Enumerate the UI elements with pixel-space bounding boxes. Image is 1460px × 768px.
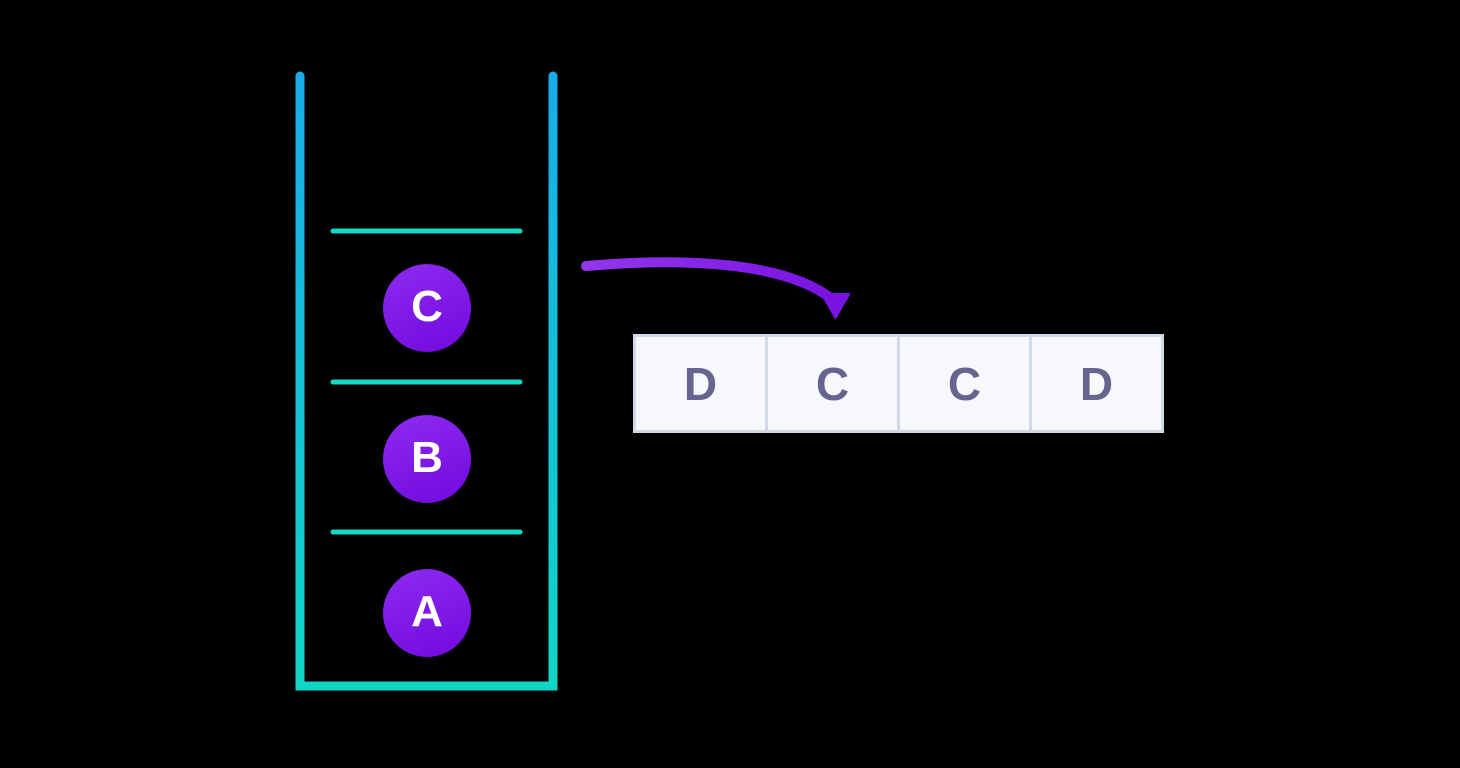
array-cell-2: C xyxy=(897,337,1029,430)
stack-item-b: B xyxy=(383,415,471,503)
stack-item-label: C xyxy=(411,282,443,331)
stack-item-c: C xyxy=(383,264,471,352)
stack-item-a: A xyxy=(383,569,471,657)
array-cell-label: D xyxy=(683,357,718,410)
array-row: D C C D xyxy=(633,334,1164,433)
pop-arrow-head-icon xyxy=(820,293,851,320)
array-cell-3: D xyxy=(1029,337,1161,430)
array-cell-0: D xyxy=(636,337,765,430)
array-cell-1: C xyxy=(765,337,897,430)
pop-arrow-curve xyxy=(581,257,837,304)
stack-container-outline xyxy=(295,71,558,691)
array-cell-label: C xyxy=(815,357,850,410)
stack-item-label: A xyxy=(411,587,443,636)
array-cell-label: D xyxy=(1079,357,1114,410)
array-cell-label: C xyxy=(947,357,982,410)
stack-item-label: B xyxy=(411,433,443,482)
